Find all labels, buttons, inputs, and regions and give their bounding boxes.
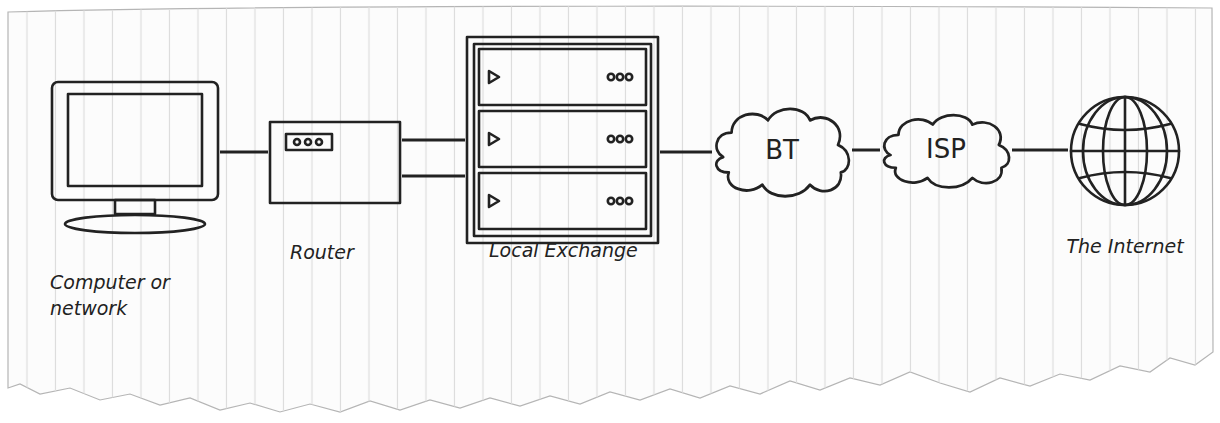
device-label: Router [290, 240, 354, 266]
cloud-label: ISP [926, 132, 966, 167]
device-label: Local Exchange [489, 238, 638, 264]
cable-line [402, 139, 465, 142]
cable-line [402, 175, 465, 178]
cable-line [1012, 149, 1068, 152]
exchange-rack-outline [465, 35, 660, 245]
cable-line [220, 151, 268, 154]
device-label: The Internet [1066, 234, 1183, 260]
cable-line [660, 151, 712, 154]
cloud-label: BT [765, 133, 799, 168]
network-cloud: ISP [880, 112, 1012, 188]
router-box: Router [268, 120, 402, 205]
internet-globe: The Internet [1068, 94, 1182, 208]
device-label: Computer or network [50, 270, 215, 321]
network-cloud: BT [712, 105, 852, 197]
exchange-rack: Local Exchange [465, 35, 660, 245]
cable-line [852, 149, 880, 152]
router-box-outline [268, 120, 402, 205]
internet-globe-outline [1068, 94, 1182, 208]
computer-monitor: Computer or network [50, 80, 220, 235]
computer-monitor-outline [50, 80, 220, 235]
